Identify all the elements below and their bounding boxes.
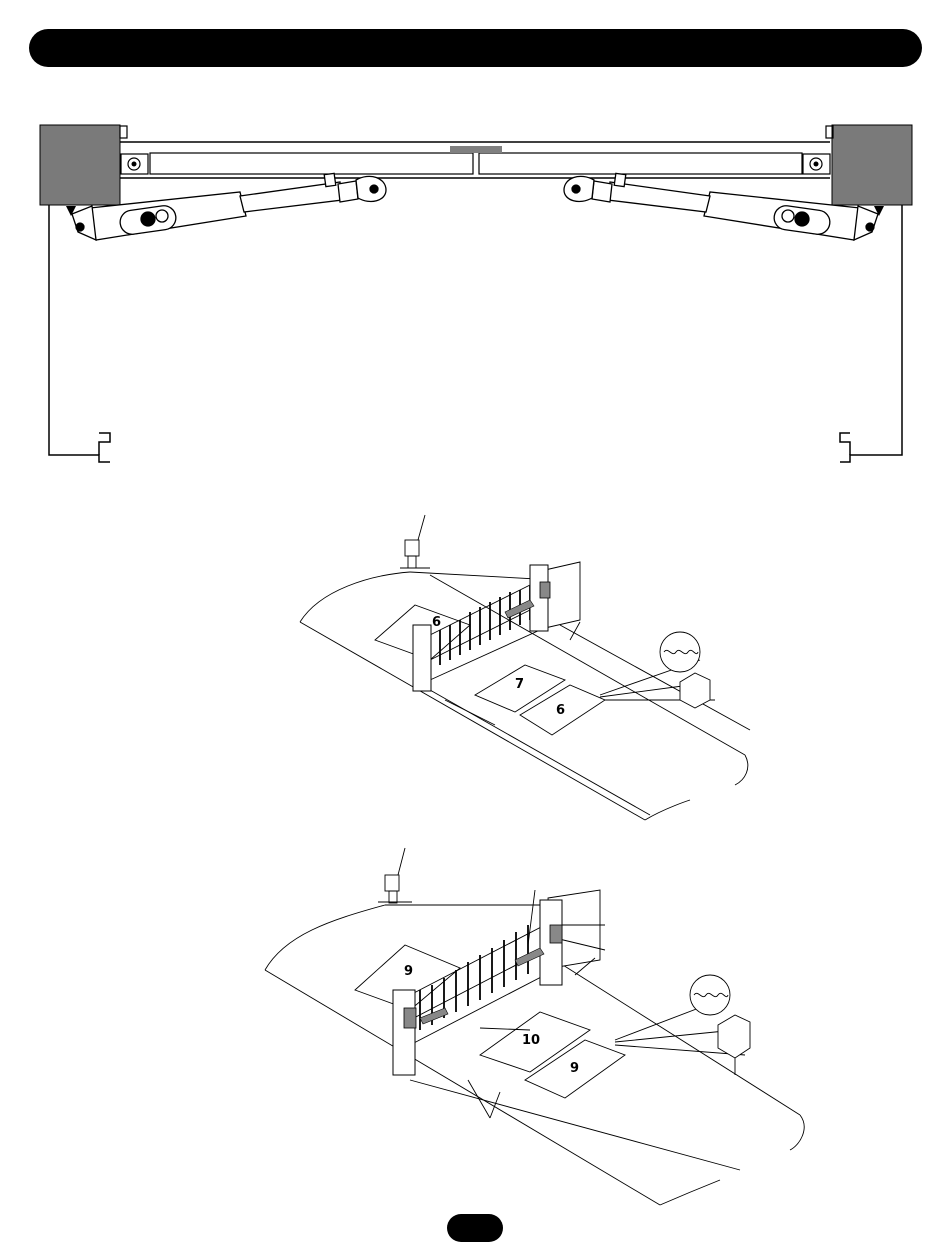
pad-label-9-left: 9 <box>404 964 413 979</box>
page-number-badge <box>447 1214 503 1242</box>
pad-label-10-center: 10 <box>522 1033 540 1048</box>
pad-label-9-right: 9 <box>570 1061 579 1076</box>
